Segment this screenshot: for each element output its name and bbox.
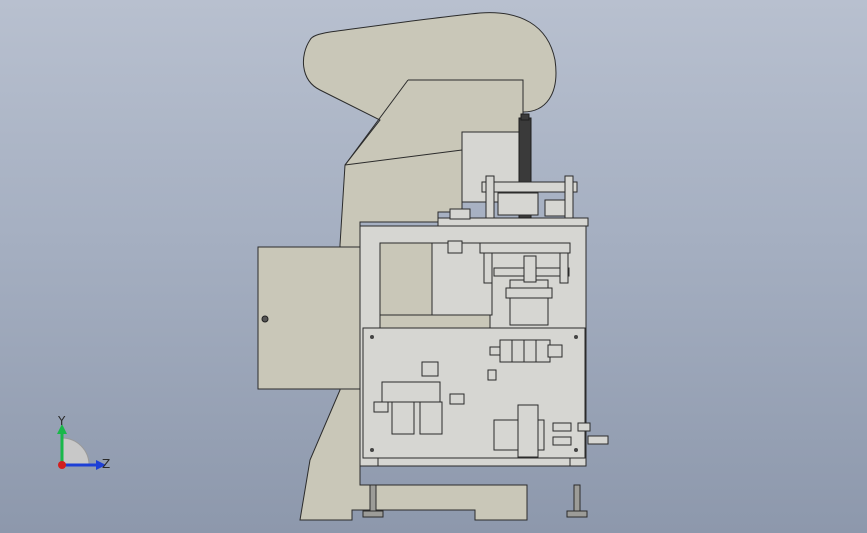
cylinder-cap [505, 287, 553, 299]
z-axis-arrowhead [96, 460, 106, 470]
bottom-rail [377, 457, 571, 467]
frl-port [373, 401, 389, 413]
valve-manifold [499, 339, 551, 363]
y-axis-label: Y [58, 414, 66, 428]
clamp-block [449, 208, 471, 220]
fitting [587, 435, 609, 445]
frl-body [381, 381, 441, 403]
cabinet-lock [261, 315, 269, 323]
panel-screw [370, 335, 374, 339]
electrical-cabinet [257, 246, 361, 390]
cylinder-mount [517, 404, 539, 458]
y-axis-arrowhead [57, 424, 67, 434]
upper-guide-plate [481, 181, 578, 193]
upper-bracket [544, 199, 566, 217]
cylinder-cap [520, 113, 530, 121]
coordinate-triad [57, 424, 106, 470]
leveling-foot-pad [362, 510, 384, 518]
leveling-foot-pad [566, 510, 588, 518]
x-axis-dot [58, 461, 66, 469]
pipe-fitting [487, 369, 497, 381]
frl-gauge [421, 361, 439, 377]
guide-post [485, 175, 495, 219]
guide-post [483, 252, 493, 284]
valve-fitting [489, 346, 501, 356]
z-axis-label: Z [102, 457, 111, 471]
fitting [552, 436, 572, 446]
inner-column [431, 242, 493, 316]
frl-bowl [419, 401, 443, 435]
frl-bowl [391, 401, 415, 435]
triad-base [61, 437, 90, 466]
panel-screw [574, 448, 578, 452]
small-cylinder [447, 240, 463, 254]
panel-screw [574, 335, 578, 339]
guide-post [564, 175, 574, 219]
leveling-foot [573, 484, 581, 512]
fitting [552, 422, 572, 432]
frame-edge [344, 149, 463, 166]
valve-fitting [547, 344, 563, 358]
vertical-cylinder [509, 279, 549, 326]
frame-edge [344, 79, 409, 166]
leveling-foot [369, 484, 377, 512]
fitting [577, 422, 591, 432]
cylinder-stem [523, 255, 537, 283]
upper-bracket [497, 192, 539, 216]
guide-post [559, 252, 569, 284]
panel-screw [370, 448, 374, 452]
frl-port [449, 393, 465, 405]
lower-guide-plate [479, 242, 571, 254]
